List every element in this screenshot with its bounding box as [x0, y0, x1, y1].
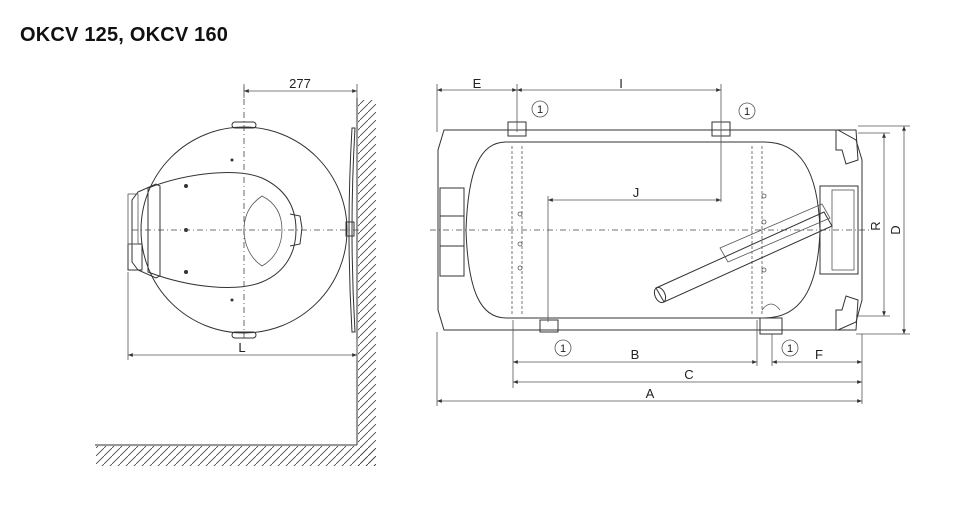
dim-E-label: E: [473, 76, 482, 91]
svg-text:1: 1: [537, 104, 543, 116]
svg-text:1: 1: [787, 343, 793, 355]
dim-I-label: I: [619, 76, 623, 91]
insulation: [437, 129, 863, 331]
dim-B-label: B: [631, 347, 640, 362]
dim-J-label: J: [633, 185, 640, 200]
wall: [95, 98, 376, 466]
control-box: [131, 183, 161, 279]
dim-277-label: 277: [289, 76, 311, 91]
flange-cover: [147, 172, 297, 288]
bottom-socket-right: [759, 317, 783, 335]
dim-D-label: D: [888, 225, 903, 234]
bottom-socket-left: [539, 319, 559, 333]
front-plug: [439, 187, 465, 277]
side-view: 277 L: [95, 76, 376, 466]
callout-1-top-left: 1: [531, 100, 549, 118]
callout-1-bottom-right: 1: [781, 339, 799, 357]
wall-bracket: [348, 127, 356, 333]
dim-L-label: L: [238, 340, 245, 355]
svg-text:1: 1: [744, 106, 750, 118]
section-view: E I J R D B F C A: [430, 76, 910, 406]
svg-text:1: 1: [560, 343, 566, 355]
callout-1-bottom-left: 1: [554, 339, 572, 357]
callout-1-top-right: 1: [738, 102, 756, 120]
dim-R-label: R: [868, 221, 883, 230]
page-title: OKCV 125, OKCV 160: [20, 24, 229, 46]
dim-C-label: C: [684, 367, 693, 382]
dim-A-label: A: [646, 386, 655, 401]
heat-tube: [655, 211, 833, 303]
bracket-mount: [345, 221, 355, 237]
dim-F-label: F: [815, 347, 823, 362]
